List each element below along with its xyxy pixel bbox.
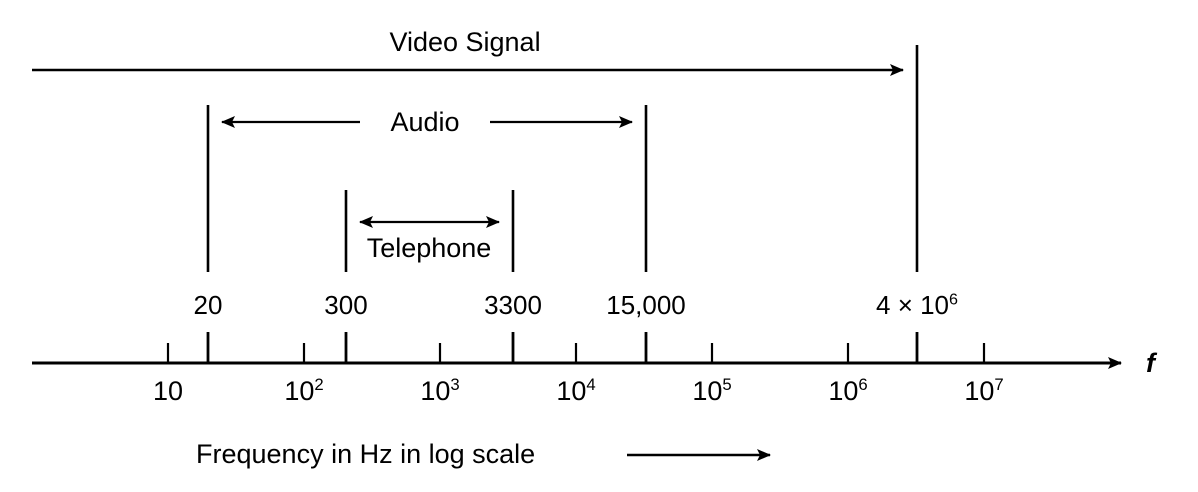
- figure-caption: Frequency in Hz in log scale: [196, 439, 536, 469]
- axis-variable-label: f: [1146, 348, 1155, 378]
- decade-label-100k-exponent: 5: [722, 375, 732, 394]
- decade-label-1m-exponent: 6: [858, 375, 868, 394]
- decade-label-10m-base: 10: [964, 376, 995, 406]
- decade-label-10-base: 10: [152, 376, 184, 406]
- audio-label: Audio: [390, 107, 460, 137]
- value-label-300: 300: [324, 290, 368, 320]
- decade-label-100: 102: [284, 375, 324, 406]
- audio-band: [206, 105, 648, 272]
- decade-label-1m-base: 10: [828, 376, 859, 406]
- decade-label-1k: 103: [420, 375, 460, 406]
- decade-label-10k-base: 10: [556, 376, 587, 406]
- value-label-4e6-mantissa: 4 × 10: [876, 290, 950, 320]
- decade-label-10m-exponent: 7: [994, 375, 1004, 394]
- video-signal-band: [32, 45, 919, 272]
- value-label-4e6: 4 × 106: [876, 290, 958, 320]
- decade-label-1m: 106: [828, 375, 868, 406]
- value-label-15000: 15,000: [606, 290, 686, 320]
- value-label-4e6-exponent: 6: [949, 290, 958, 309]
- decade-label-10m: 107: [964, 375, 1004, 406]
- value-label-20: 20: [193, 290, 223, 320]
- decade-label-100-base: 10: [284, 376, 315, 406]
- value-label-3300: 3300: [484, 290, 542, 320]
- decade-label-100-exponent: 2: [314, 375, 324, 394]
- decade-label-1k-base: 10: [420, 376, 451, 406]
- decade-label-100k-base: 10: [692, 376, 723, 406]
- decade-label-10: 10: [153, 378, 183, 405]
- decade-label-10k: 104: [556, 375, 596, 406]
- frequency-axis: [32, 332, 1122, 369]
- telephone-label: Telephone: [366, 233, 492, 263]
- decade-label-10k-exponent: 4: [586, 375, 596, 394]
- video-signal-label: Video Signal: [389, 27, 541, 57]
- decade-label-1k-exponent: 3: [450, 375, 460, 394]
- telephone-band: [344, 190, 515, 272]
- decade-label-100k: 105: [692, 375, 732, 406]
